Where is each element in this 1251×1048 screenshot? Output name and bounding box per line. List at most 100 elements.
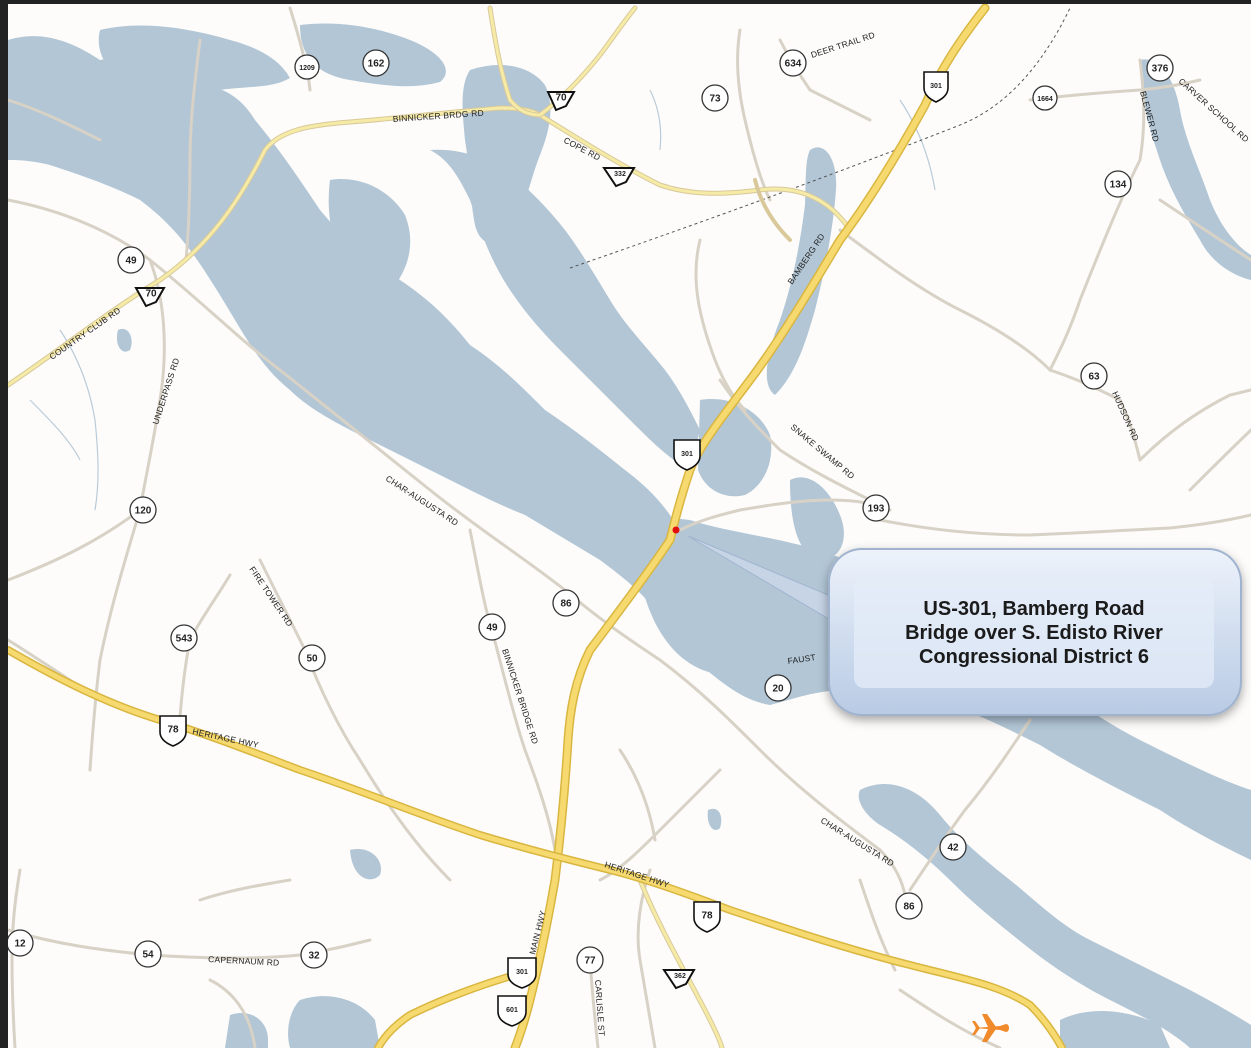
svg-text:54: 54 bbox=[142, 950, 154, 961]
label-carlisle-st: CARLISLE ST bbox=[593, 979, 607, 1036]
route-marker-42[interactable]: 42 bbox=[939, 833, 967, 861]
airplane-icon[interactable] bbox=[972, 1014, 1009, 1042]
svg-text:543: 543 bbox=[176, 634, 193, 645]
svg-text:86: 86 bbox=[560, 599, 572, 610]
route-marker-634[interactable]: 634 bbox=[779, 49, 807, 77]
route-markers: 1209 162 73 634 1664 376 134 49 63 193 1… bbox=[6, 49, 1174, 1027]
route-marker-162[interactable]: 162 bbox=[362, 49, 390, 77]
us-shield-301-north[interactable]: 301 bbox=[923, 71, 949, 103]
svg-text:78: 78 bbox=[701, 911, 713, 922]
svg-text:86: 86 bbox=[903, 902, 915, 913]
route-marker-50[interactable]: 50 bbox=[298, 644, 326, 672]
us-shield-301-central[interactable]: 301 bbox=[673, 439, 701, 471]
svg-text:301: 301 bbox=[930, 83, 942, 90]
svg-text:162: 162 bbox=[368, 59, 385, 70]
route-marker-32[interactable]: 32 bbox=[300, 941, 328, 969]
county-boundary bbox=[569, 7, 1071, 269]
label-underpass-rd: UNDERPASS RD bbox=[150, 357, 181, 426]
svg-text:42: 42 bbox=[947, 843, 959, 854]
callout-text-panel: US-301, Bamberg Road Bridge over S. Edis… bbox=[854, 578, 1214, 688]
callout-bridge-line: Bridge over S. Edisto River bbox=[905, 622, 1163, 644]
label-deer-trail-rd: DEER TRAIL RD bbox=[810, 30, 877, 60]
svg-text:301: 301 bbox=[681, 451, 693, 458]
us-shield-78-east[interactable]: 78 bbox=[693, 901, 721, 933]
svg-text:50: 50 bbox=[306, 654, 318, 665]
bridge-callout: US-301, Bamberg Road Bridge over S. Edis… bbox=[828, 548, 1242, 716]
label-snake-swamp-rd: SNAKE SWAMP RD bbox=[789, 422, 857, 481]
route-marker-1664[interactable]: 1664 bbox=[1032, 85, 1058, 111]
route-marker-73[interactable]: 73 bbox=[701, 84, 729, 112]
svg-text:78: 78 bbox=[167, 725, 179, 736]
far-east-river bbox=[1140, 59, 1251, 280]
svg-text:70: 70 bbox=[555, 93, 567, 104]
west-lake-2 bbox=[98, 25, 290, 95]
svg-text:73: 73 bbox=[709, 94, 721, 105]
secondary-roads bbox=[5, 5, 853, 1048]
minor-roads bbox=[6, 6, 1251, 1048]
label-country-club-rd: COUNTRY CLUB RD bbox=[47, 305, 122, 362]
southeast-lake bbox=[1060, 1010, 1170, 1048]
svg-text:49: 49 bbox=[486, 623, 498, 634]
route-marker-54[interactable]: 54 bbox=[134, 940, 162, 968]
route-marker-49-south[interactable]: 49 bbox=[478, 613, 506, 641]
label-capernaum-rd: CAPERNAUM RD bbox=[208, 954, 280, 968]
route-marker-376[interactable]: 376 bbox=[1146, 54, 1174, 82]
svg-text:32: 32 bbox=[308, 951, 320, 962]
east-arm bbox=[790, 477, 844, 560]
route-marker-86-central[interactable]: 86 bbox=[552, 589, 580, 617]
svg-text:20: 20 bbox=[772, 684, 784, 695]
us-shield-78-west[interactable]: 78 bbox=[159, 715, 187, 747]
route-marker-63[interactable]: 63 bbox=[1080, 362, 1108, 390]
label-char-augusta-rd-1: CHAR-AUGUSTA RD bbox=[384, 473, 460, 527]
svg-text:601: 601 bbox=[506, 1007, 518, 1014]
south-pond-3 bbox=[225, 1012, 268, 1048]
route-marker-193[interactable]: 193 bbox=[862, 494, 890, 522]
south-pond-1 bbox=[350, 849, 381, 880]
label-fire-tower-rd: FIRE TOWER RD bbox=[247, 565, 295, 629]
route-marker-120[interactable]: 120 bbox=[129, 496, 157, 524]
label-hudson-rd: HUDSON RD bbox=[1110, 390, 1141, 443]
callout-route-line: US-301, Bamberg Road bbox=[923, 598, 1145, 620]
route-marker-77[interactable]: 77 bbox=[576, 946, 604, 974]
svg-text:70: 70 bbox=[145, 289, 157, 300]
route-marker-20[interactable]: 20 bbox=[764, 674, 792, 702]
us-shield-601[interactable]: 601 bbox=[497, 995, 527, 1027]
north-arm bbox=[430, 149, 700, 470]
streams bbox=[29, 89, 936, 511]
svg-text:63: 63 bbox=[1088, 372, 1100, 383]
north-lake bbox=[328, 179, 411, 289]
svg-text:77: 77 bbox=[584, 956, 596, 967]
route-shield-70-north[interactable]: 70 bbox=[546, 91, 576, 112]
svg-text:332: 332 bbox=[614, 171, 626, 178]
svg-text:362: 362 bbox=[674, 973, 686, 980]
south-pond-2 bbox=[288, 996, 380, 1048]
svg-text:49: 49 bbox=[125, 256, 137, 267]
label-heritage-hwy-1: HERITAGE HWY bbox=[192, 726, 260, 750]
label-carver-school-rd: CARVER SCHOOL RD bbox=[1177, 76, 1251, 144]
svg-text:12: 12 bbox=[14, 939, 26, 950]
route-marker-49-north[interactable]: 49 bbox=[117, 246, 145, 274]
route-shield-70-west[interactable]: 70 bbox=[134, 287, 166, 308]
us-shield-301-south[interactable]: 301 bbox=[507, 957, 537, 989]
svg-text:134: 134 bbox=[1110, 180, 1127, 191]
east-bay bbox=[698, 399, 772, 497]
svg-text:301: 301 bbox=[516, 969, 528, 976]
svg-text:193: 193 bbox=[868, 504, 885, 515]
route-marker-12[interactable]: 12 bbox=[6, 929, 34, 957]
svg-text:1664: 1664 bbox=[1037, 96, 1053, 103]
label-faust: FAUST bbox=[787, 652, 817, 666]
route-shield-362[interactable]: 362 bbox=[662, 969, 696, 990]
west-lake-1 bbox=[8, 43, 114, 113]
svg-text:120: 120 bbox=[135, 506, 152, 517]
route-marker-543[interactable]: 543 bbox=[170, 624, 198, 652]
route-marker-134[interactable]: 134 bbox=[1104, 170, 1132, 198]
bridge-location-icon[interactable] bbox=[672, 526, 680, 534]
route-marker-86-south[interactable]: 86 bbox=[895, 892, 923, 920]
svg-text:376: 376 bbox=[1152, 64, 1169, 75]
pond-120 bbox=[116, 328, 132, 352]
route-marker-1209[interactable]: 1209 bbox=[294, 54, 320, 80]
callout-district-line: Congressional District 6 bbox=[918, 646, 1150, 668]
route-shield-332[interactable]: 332 bbox=[602, 167, 636, 188]
